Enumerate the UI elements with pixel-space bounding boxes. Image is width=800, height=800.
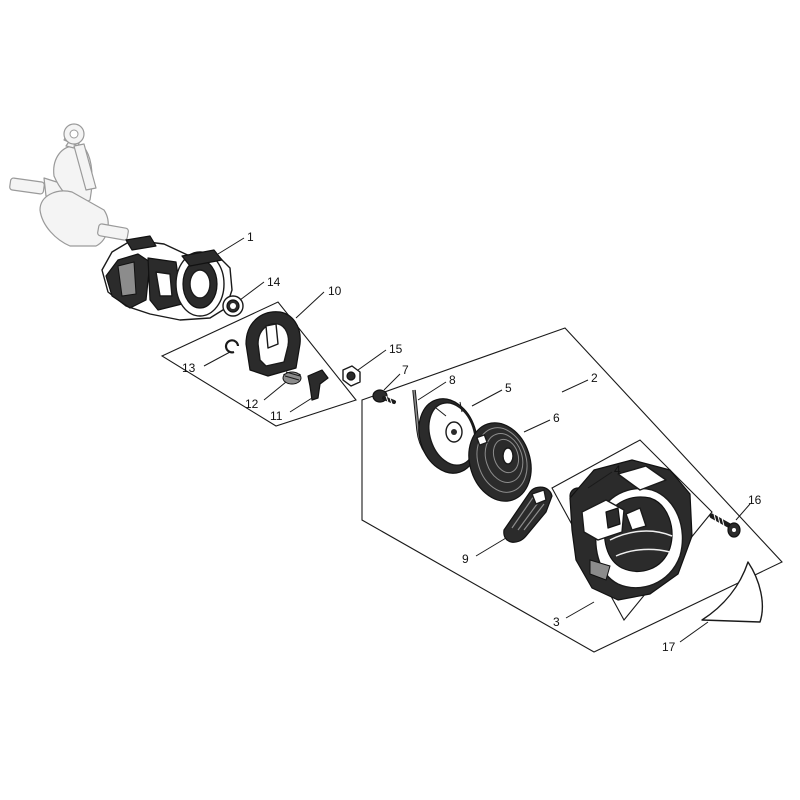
circlip-part-13 xyxy=(224,339,240,354)
callout-6: 6 xyxy=(553,411,560,425)
callout-2: 2 xyxy=(591,371,598,385)
spring-part-12 xyxy=(282,371,302,385)
callout-5: 5 xyxy=(505,381,512,395)
housing-part-1 xyxy=(101,235,233,321)
pawl-cover-part-10 xyxy=(245,311,301,377)
starter-case-part-3 xyxy=(569,459,693,601)
callout-7: 7 xyxy=(402,363,409,377)
leader-lines xyxy=(203,237,751,643)
spring-part-6 xyxy=(468,422,532,502)
callout-14: 14 xyxy=(267,275,281,289)
callout-9: 9 xyxy=(462,552,469,566)
washer-part-14 xyxy=(222,295,244,317)
callout-17: 17 xyxy=(662,640,676,654)
callout-10: 10 xyxy=(328,284,342,298)
callout-13: 13 xyxy=(182,361,196,375)
callout-12: 12 xyxy=(245,397,259,411)
nut-part-15 xyxy=(342,365,361,387)
callout-1: 1 xyxy=(247,230,254,244)
frame-group-2 xyxy=(361,327,783,653)
callout-4: 4 xyxy=(614,463,621,477)
screw-part-7 xyxy=(372,389,396,405)
callout-11: 11 xyxy=(270,409,283,423)
crankshaft-ghost xyxy=(9,123,129,247)
pawl-part-11 xyxy=(307,369,329,401)
callout-8: 8 xyxy=(449,373,456,387)
bolt-part-16 xyxy=(709,513,741,538)
pulley-part-5 xyxy=(418,398,478,474)
starter-grip-part-9 xyxy=(503,486,553,543)
callout-3: 3 xyxy=(553,615,560,629)
callout-16: 16 xyxy=(748,493,762,507)
callout-15: 15 xyxy=(389,342,403,356)
callouts: 1 14 10 13 12 11 15 7 8 5 2 6 4 16 9 3 1… xyxy=(182,230,762,654)
frame-group-10 xyxy=(160,301,357,427)
label-part-17 xyxy=(701,561,763,623)
